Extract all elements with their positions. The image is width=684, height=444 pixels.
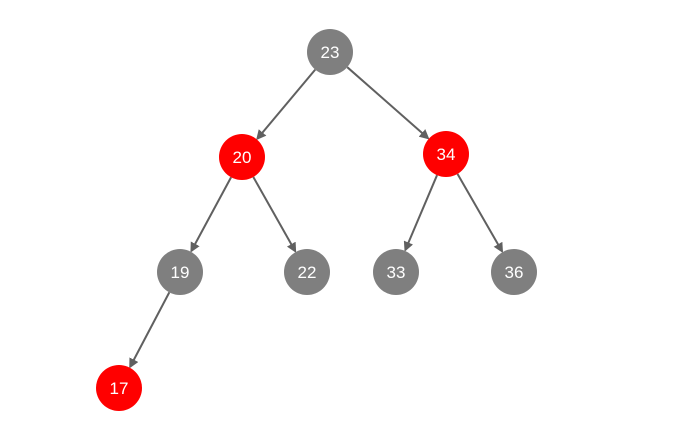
tree-node-33: 33 xyxy=(373,249,419,295)
node-value-label: 36 xyxy=(505,263,524,282)
edge-23-to-20 xyxy=(256,68,316,141)
edge-23-to-34 xyxy=(346,66,430,140)
edge-20-to-22 xyxy=(252,176,297,253)
black-node-circle xyxy=(284,249,330,295)
node-value-label: 22 xyxy=(298,263,317,282)
red-node-circle xyxy=(423,131,469,177)
black-node-circle xyxy=(157,249,203,295)
black-node-circle xyxy=(491,249,537,295)
edge-19-to-17 xyxy=(129,291,171,369)
node-value-label: 17 xyxy=(110,379,129,398)
black-node-circle xyxy=(307,29,353,75)
black-node-circle xyxy=(373,249,419,295)
tree-node-34: 34 xyxy=(423,131,469,177)
node-value-label: 33 xyxy=(387,263,406,282)
edges-layer xyxy=(129,66,504,369)
nodes-layer: 23 20 34 19 22 33 36 17 xyxy=(96,29,537,411)
tree-node-22: 22 xyxy=(284,249,330,295)
red-node-circle xyxy=(96,365,142,411)
red-node-circle xyxy=(219,134,265,180)
edge-20-to-19 xyxy=(190,176,232,253)
edge-34-to-36 xyxy=(456,173,504,253)
node-value-label: 20 xyxy=(233,148,252,167)
tree-node-36: 36 xyxy=(491,249,537,295)
tree-node-17: 17 xyxy=(96,365,142,411)
edge-34-to-33 xyxy=(403,174,438,252)
tree-node-19: 19 xyxy=(157,249,203,295)
node-value-label: 19 xyxy=(171,263,190,282)
tree-node-20: 20 xyxy=(219,134,265,180)
node-value-label: 23 xyxy=(321,43,340,62)
tree-node-23: 23 xyxy=(307,29,353,75)
node-value-label: 34 xyxy=(437,145,456,164)
